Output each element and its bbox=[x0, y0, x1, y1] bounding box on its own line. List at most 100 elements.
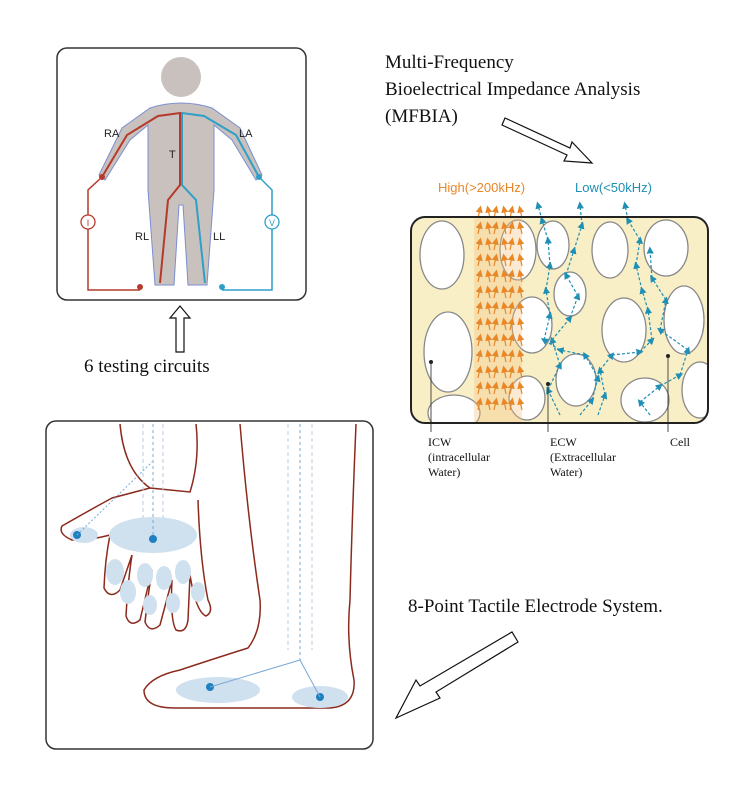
cell bbox=[536, 220, 570, 270]
mfbia-title-line-1: Multi-Frequency bbox=[385, 52, 514, 73]
low-frequency-arrow bbox=[540, 338, 561, 351]
low-frequency-arrow bbox=[543, 286, 551, 316]
low-frequency-arrow bbox=[659, 296, 669, 331]
high-frequency-arrow bbox=[507, 285, 515, 299]
low-frequency-arrow bbox=[569, 292, 581, 319]
low-frequency-arrow bbox=[659, 373, 684, 387]
high-frequency-band bbox=[474, 217, 522, 423]
cell bbox=[427, 394, 481, 423]
high-frequency-arrow bbox=[501, 237, 509, 251]
icw-label: ICW (intracellular Water) bbox=[428, 435, 493, 479]
high-frequency-arrow bbox=[491, 317, 499, 331]
finger-pad bbox=[143, 595, 157, 615]
high-frequency-arrow bbox=[475, 349, 483, 363]
high-frequency-arrow bbox=[507, 253, 515, 267]
left-external-circuit bbox=[222, 176, 273, 291]
high-frequency-arrow bbox=[507, 317, 515, 331]
high-frequency-arrow bbox=[491, 253, 499, 267]
finger-pad bbox=[120, 580, 136, 604]
cell bbox=[663, 285, 705, 355]
high-frequency-arrow bbox=[501, 349, 509, 363]
high-frequency-arrow bbox=[507, 365, 515, 379]
low-frequency-current-arrows bbox=[535, 201, 691, 416]
high-frequency-arrow bbox=[501, 333, 509, 347]
label-la: LA bbox=[239, 128, 253, 140]
low-frequency-arrow bbox=[556, 347, 586, 356]
high-frequency-arrow bbox=[475, 397, 483, 411]
thumb-signal-line bbox=[76, 461, 153, 536]
palm-electrode-dot bbox=[149, 535, 157, 543]
finger-pad bbox=[175, 560, 191, 584]
high-frequency-arrow bbox=[491, 381, 499, 395]
low-frequency-arrow bbox=[591, 374, 601, 401]
high-frequency-arrow bbox=[475, 269, 483, 283]
caption-testing-circuits: 6 testing circuits bbox=[84, 356, 210, 377]
low-frequency-arrow bbox=[543, 311, 553, 341]
high-frequency-arrow bbox=[491, 349, 499, 363]
low-frequency-arrow bbox=[597, 366, 606, 396]
high-frequency-arrow bbox=[475, 365, 483, 379]
high-frequency-arrow bbox=[475, 381, 483, 395]
high-frequency-current-arrows bbox=[475, 205, 525, 411]
high-frequency-arrow bbox=[517, 333, 525, 347]
electrode-panel bbox=[45, 420, 374, 750]
high-frequency-arrow bbox=[501, 285, 509, 299]
finger-pad bbox=[156, 566, 172, 590]
high-frequency-arrow bbox=[517, 269, 525, 283]
high-frequency-arrow bbox=[475, 237, 483, 251]
high-frequency-arrow bbox=[485, 381, 493, 395]
electrode-left-leg bbox=[219, 284, 225, 290]
low-frequency-arrow bbox=[644, 306, 653, 341]
high-frequency-arrow bbox=[501, 365, 509, 379]
high-frequency-arrow bbox=[475, 317, 483, 331]
low-frequency-arrow bbox=[564, 271, 579, 297]
high-frequency-arrow bbox=[485, 253, 493, 267]
high-frequency-arrow bbox=[507, 221, 515, 235]
cell bbox=[423, 311, 473, 393]
low-frequency-arrow bbox=[637, 399, 651, 416]
high-frequency-arrow bbox=[507, 397, 515, 411]
electrode-right-arm bbox=[99, 174, 105, 180]
high-frequency-arrow bbox=[485, 237, 493, 251]
high-frequency-arrow bbox=[491, 333, 499, 347]
voltmeter-symbol bbox=[264, 214, 280, 230]
high-frequency-arrow bbox=[475, 285, 483, 299]
high-frequency-arrow bbox=[475, 253, 483, 267]
high-frequency-arrow bbox=[517, 381, 525, 395]
low-frequency-arrow bbox=[573, 221, 585, 251]
high-frequency-arrow bbox=[485, 349, 493, 363]
body-silhouette bbox=[98, 102, 263, 286]
low-frequency-arrow bbox=[639, 383, 663, 403]
high-frequency-arrow bbox=[501, 317, 509, 331]
high-frequency-arrow bbox=[485, 269, 493, 283]
high-frequency-arrow bbox=[501, 381, 509, 395]
low-frequency-arrow bbox=[579, 397, 595, 416]
high-frequency-arrow bbox=[491, 397, 499, 411]
high-frequency-arrow bbox=[491, 269, 499, 283]
high-frequency-arrow bbox=[491, 237, 499, 251]
low-frequency-arrow bbox=[576, 201, 584, 226]
voltmeter-label: V bbox=[269, 218, 275, 228]
ecw-label-line-1: ECW bbox=[550, 435, 577, 449]
high-frequency-arrow bbox=[501, 397, 509, 411]
high-frequency-arrow bbox=[517, 253, 525, 267]
high-frequency-arrow bbox=[507, 381, 515, 395]
cell bbox=[499, 219, 537, 281]
low-frequency-label: Low(<50kHz) bbox=[575, 180, 652, 195]
leg-foot-outline bbox=[143, 423, 357, 709]
up-outline-arrow bbox=[168, 305, 192, 353]
high-frequency-arrow bbox=[485, 221, 493, 235]
low-frequency-arrow bbox=[633, 261, 643, 291]
high-frequency-arrow bbox=[491, 365, 499, 379]
high-frequency-arrow bbox=[507, 269, 515, 283]
icw-label-line-3: Water) bbox=[428, 465, 460, 479]
high-frequency-arrow bbox=[517, 317, 525, 331]
forefoot-electrode-pad bbox=[176, 677, 260, 703]
high-frequency-arrow bbox=[501, 301, 509, 315]
low-frequency-arrow bbox=[639, 286, 649, 311]
high-frequency-arrow bbox=[517, 349, 525, 363]
caption-electrode-system: 8-Point Tactile Electrode System. bbox=[408, 596, 663, 617]
cell bbox=[681, 361, 708, 419]
high-frequency-arrow bbox=[485, 317, 493, 331]
high-frequency-arrow bbox=[485, 301, 493, 315]
